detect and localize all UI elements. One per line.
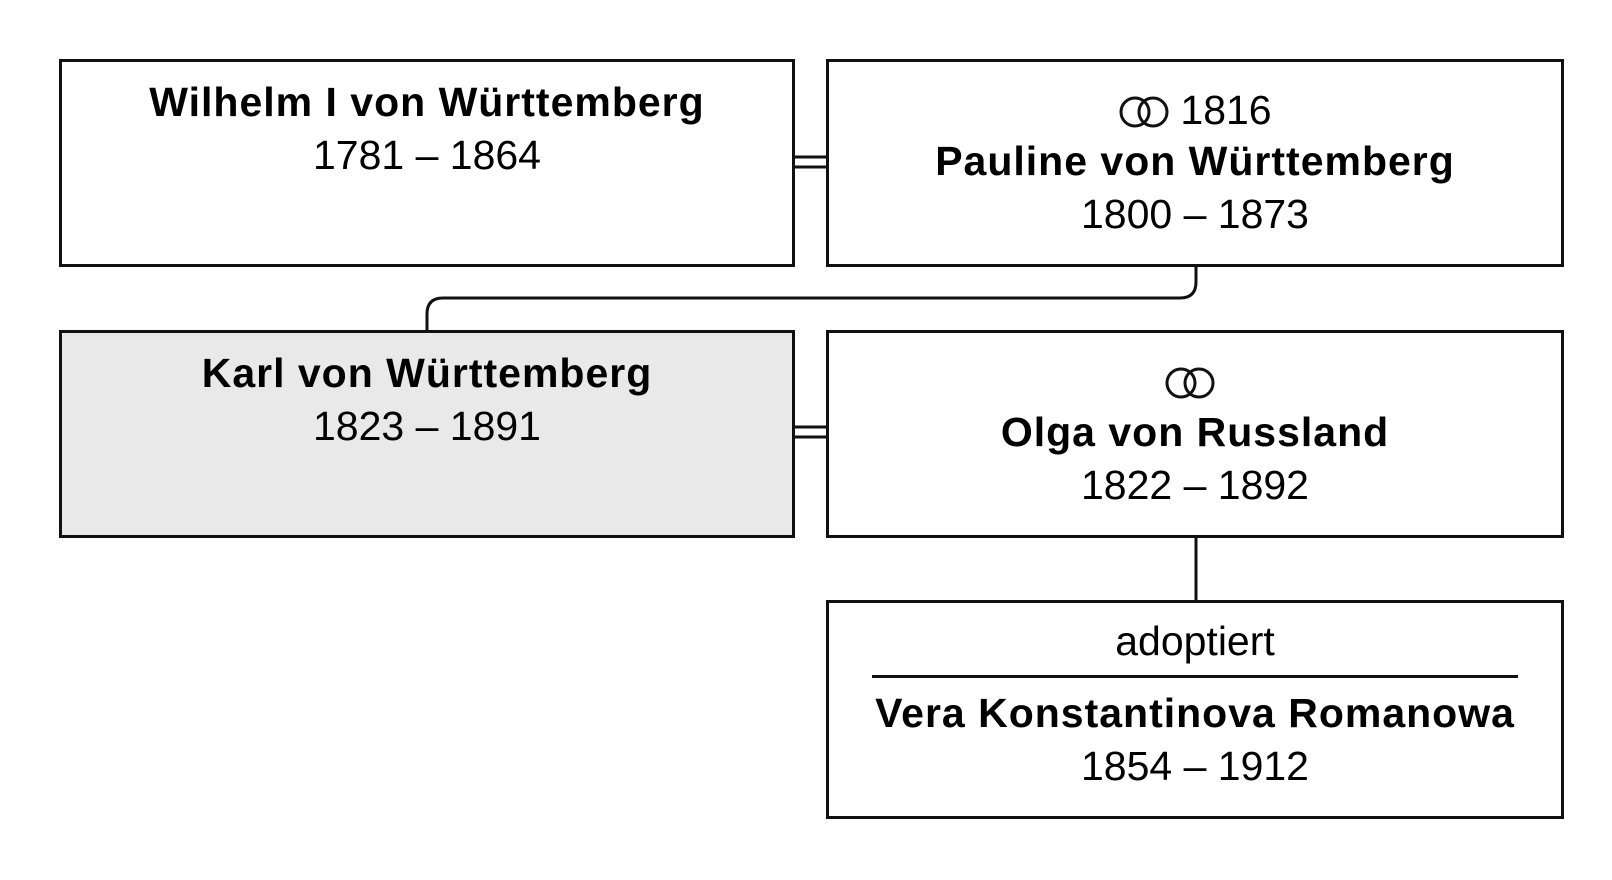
marriage-info: [829, 355, 1561, 407]
marriage-info: 1816: [829, 84, 1561, 136]
person-card-pauline[interactable]: 1816 Pauline von Württemberg 1800 – 1873: [826, 59, 1564, 267]
person-card-karl[interactable]: Karl von Württemberg 1823 – 1891: [59, 330, 795, 538]
person-card-vera[interactable]: adoptiert Vera Konstantinova Romanowa 18…: [826, 600, 1564, 819]
person-name: Pauline von Württemberg: [935, 138, 1455, 184]
adoption-divider: [872, 675, 1518, 678]
marriage-year: 1816: [1180, 87, 1272, 133]
person-dates: 1781 – 1864: [312, 132, 541, 178]
adoption-label: adoptiert: [1115, 618, 1275, 664]
person-name: Olga von Russland: [1000, 409, 1390, 455]
person-card-wilhelm[interactable]: Wilhelm I von Württemberg 1781 – 1864: [59, 59, 795, 267]
marriage-rings-icon: [1119, 96, 1169, 128]
person-name: Vera Konstantinova Romanowa: [875, 690, 1515, 736]
marriage-rings-icon: [1165, 367, 1215, 399]
marriage-connector-karl-olga: [795, 425, 826, 439]
person-name: Karl von Württemberg: [201, 350, 653, 396]
person-name: Wilhelm I von Württemberg: [149, 79, 705, 125]
person-card-olga[interactable]: Olga von Russland 1822 – 1892: [826, 330, 1564, 538]
person-dates: 1822 – 1892: [1080, 462, 1309, 508]
person-dates: 1854 – 1912: [1080, 743, 1309, 789]
descent-connector-karl: [425, 266, 1198, 330]
person-dates: 1823 – 1891: [312, 403, 541, 449]
person-dates: 1800 – 1873: [1080, 191, 1309, 237]
marriage-connector-wilhelm-pauline: [795, 155, 826, 169]
